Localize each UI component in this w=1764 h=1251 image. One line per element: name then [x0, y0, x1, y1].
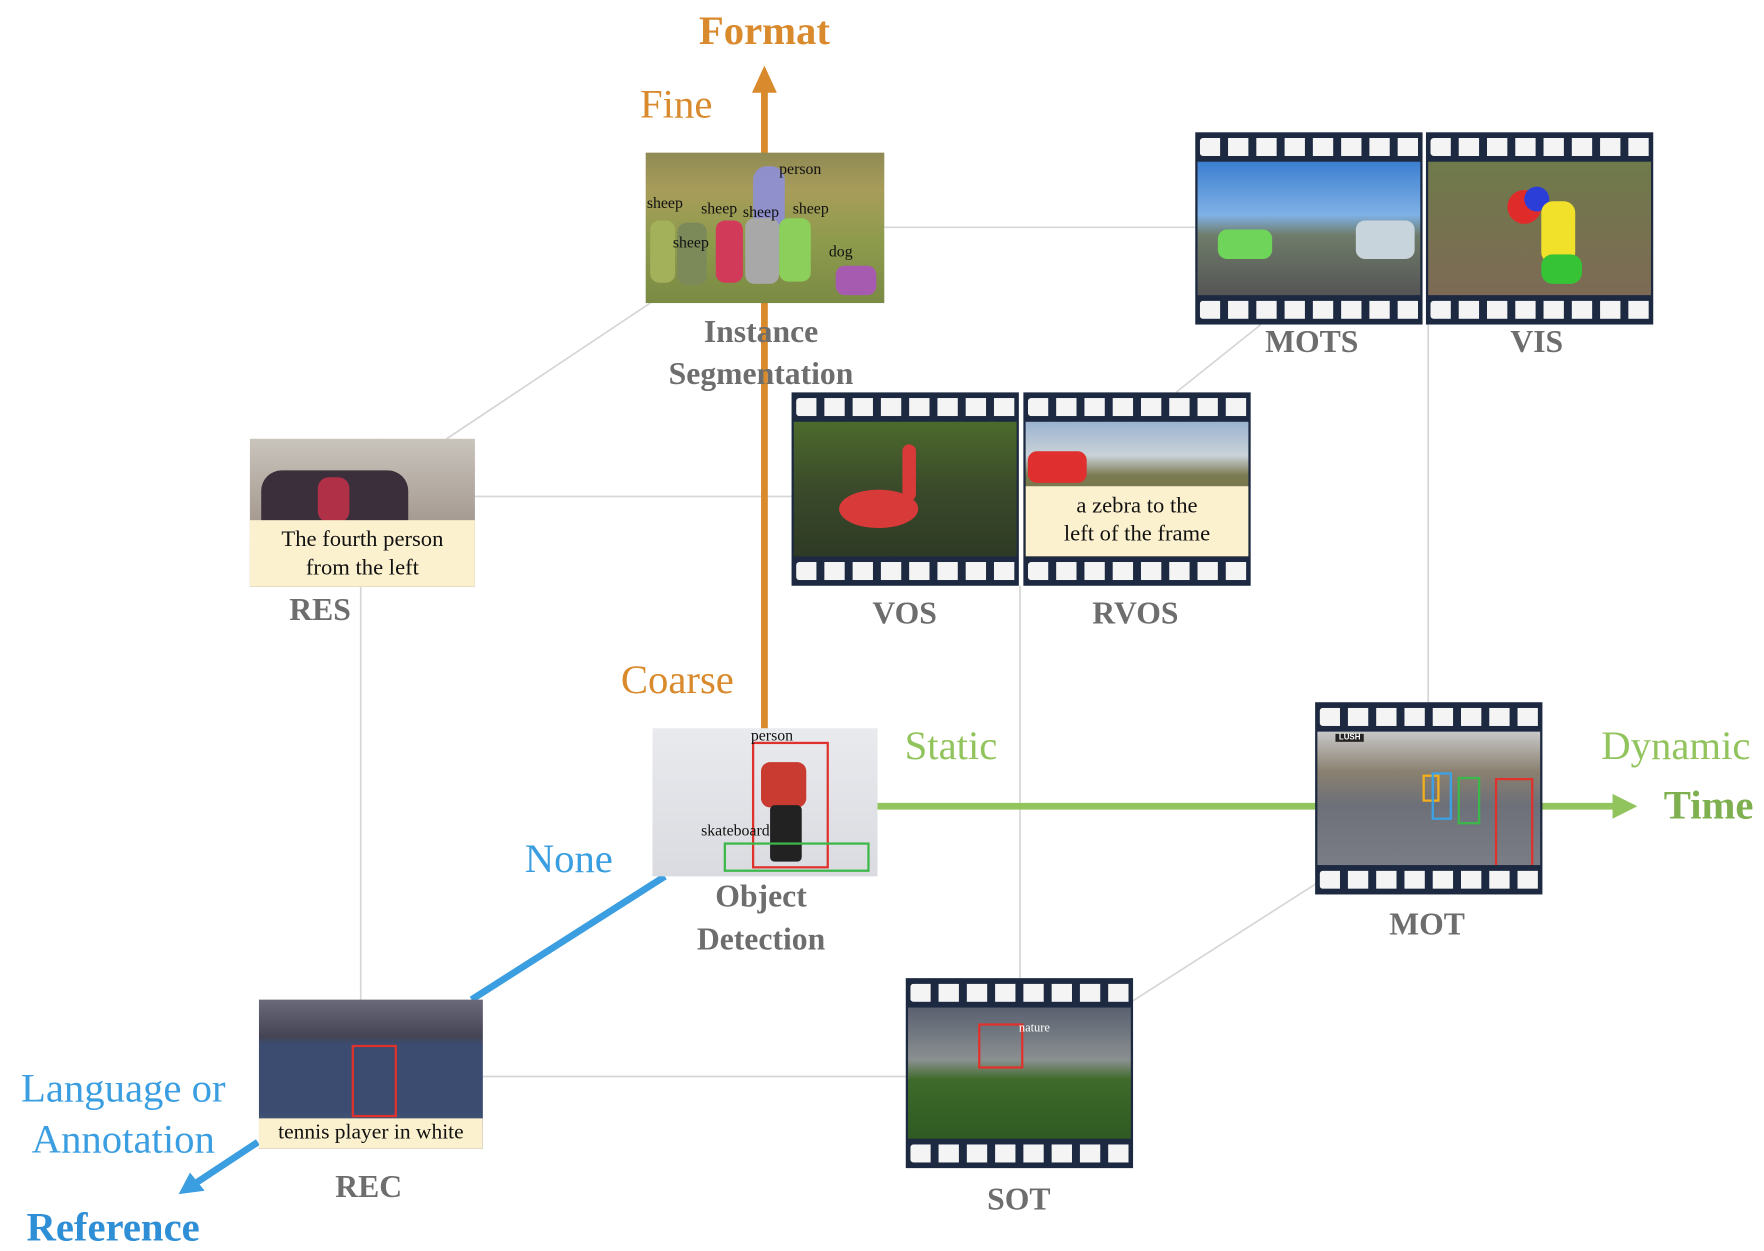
tag-sheep: sheep — [742, 204, 779, 222]
reference-axis-title: Reference — [26, 1204, 200, 1250]
sot-label: SOT — [987, 1182, 1051, 1218]
mot-label: MOT — [1389, 907, 1465, 943]
tag-dog: dog — [828, 244, 853, 262]
object-detection-image: person skateboard — [652, 728, 878, 877]
rec-label: REC — [335, 1169, 403, 1205]
person-bbox — [751, 741, 829, 869]
res-caption-line-1: The fourth person — [281, 526, 444, 552]
res-image: The fourth person from the left — [249, 438, 475, 587]
tag-sheep: sheep — [646, 195, 683, 213]
skateboard-bbox — [723, 842, 870, 872]
rvos-caption-line-1: a zebra to the — [1076, 493, 1198, 518]
tag-skateboard: skateboard — [701, 823, 770, 841]
sot-film-strip: nature — [905, 978, 1134, 1169]
reference-arrowhead — [178, 1172, 205, 1195]
tag-sheep: sheep — [701, 201, 738, 219]
mot-sign: LUSH — [1335, 733, 1364, 742]
object-detection-label-2: Detection — [696, 922, 826, 958]
rvos-caption-line-2: left of the frame — [1063, 521, 1211, 547]
reference-language-label: Language or — [20, 1065, 226, 1111]
time-axis-title: Time — [1663, 782, 1754, 828]
sot-sign: nature — [1018, 1021, 1050, 1035]
rvos-caption: a zebra to the left of the frame — [1025, 486, 1249, 557]
link-sot-mot — [1132, 883, 1316, 1002]
format-axis-title: Format — [698, 7, 830, 54]
res-label: RES — [289, 593, 351, 629]
rvos-label: RVOS — [1092, 596, 1179, 632]
tag-sheep: sheep — [672, 235, 709, 253]
target-bbox — [978, 1023, 1024, 1069]
reference-annotation-label: Annotation — [31, 1116, 215, 1162]
tag-person: person — [750, 728, 794, 746]
instance-segmentation-label-2: Segmentation — [668, 356, 854, 392]
mots-label: MOTS — [1265, 325, 1359, 361]
rec-image: tennis player in white — [258, 999, 483, 1149]
object-detection-label-1: Object — [715, 879, 807, 915]
mots-film-strip — [1195, 132, 1423, 325]
rec-caption: tennis player in white — [258, 1118, 483, 1149]
res-caption-line-2: from the left — [305, 555, 419, 581]
time-dynamic-label: Dynamic — [1601, 722, 1751, 768]
player-bbox — [351, 1044, 397, 1118]
rvos-film-strip: a zebra to the left of the frame — [1023, 392, 1251, 586]
time-arrowhead — [1612, 793, 1638, 819]
tag-sheep: sheep — [792, 201, 829, 219]
vos-label: VOS — [872, 596, 937, 632]
res-caption: The fourth person from the left — [249, 520, 475, 587]
format-fine-label: Fine — [640, 81, 713, 127]
instance-segmentation-label-1: Instance — [703, 314, 819, 350]
mot-film-strip: LUSH — [1315, 702, 1543, 895]
reference-none-label: None — [524, 835, 613, 881]
reference-axis-ext — [192, 1139, 260, 1187]
vis-film-strip — [1425, 132, 1654, 325]
instance-segmentation-image: person sheep sheep sheep sheep sheep dog — [645, 152, 885, 304]
time-static-label: Static — [904, 722, 998, 768]
vis-label: VIS — [1510, 325, 1564, 361]
format-coarse-label: Coarse — [620, 656, 734, 703]
link-is-res — [446, 302, 651, 440]
vos-film-strip — [791, 392, 1019, 586]
reference-axis — [469, 873, 667, 1003]
link-rvos-mots — [1175, 323, 1262, 394]
format-arrowhead — [751, 65, 777, 93]
tag-person: person — [779, 161, 822, 179]
